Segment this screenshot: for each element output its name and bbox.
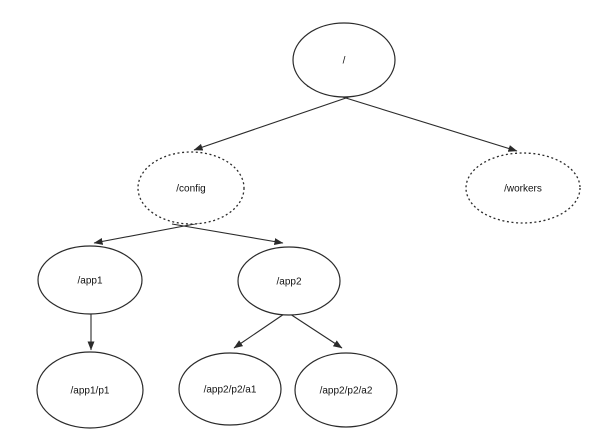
node-app1: /app1: [37, 245, 143, 315]
node-label-app2: /app2: [276, 277, 301, 288]
node-ellipse-workers: [465, 152, 581, 224]
node-label-workers: /workers: [504, 184, 542, 195]
node-label-app1-p1: /app1/p1: [71, 386, 110, 397]
edge-config-to-app1: [93, 222, 201, 245]
edge-config-to-app2: [171, 223, 284, 245]
node-ellipse-config: [137, 151, 245, 225]
node-label-root: /: [343, 56, 346, 67]
node-app2: /app2: [237, 246, 341, 316]
node-label-app2-p2-a1: /app2/p2/a1: [204, 385, 257, 396]
node-workers: /workers: [465, 152, 581, 224]
node-ellipse-root: [292, 22, 396, 98]
node-ellipse-app1: [37, 245, 143, 315]
node-label-app2-p2-a2: /app2/p2/a2: [320, 386, 373, 397]
node-label-config: /config: [176, 184, 205, 195]
node-label-app1: /app1: [77, 276, 102, 287]
node-ellipse-app2-p2-a2: [294, 352, 398, 428]
node-app2-p2-a2: /app2/p2/a2: [294, 352, 398, 428]
node-ellipse-app2-p2-a1: [178, 352, 282, 426]
node-config: /config: [137, 151, 245, 225]
node-app2-p2-a1: /app2/p2/a1: [178, 352, 282, 426]
node-ellipse-app2: [237, 246, 341, 316]
node-ellipse-app1-p1: [36, 351, 144, 429]
node-root: /: [292, 22, 396, 98]
node-app1-p1: /app1/p1: [36, 351, 144, 429]
edge-app2-to-app2-p2-a2: [286, 311, 343, 349]
edge-app2-to-app2-p2-a1: [233, 311, 288, 349]
